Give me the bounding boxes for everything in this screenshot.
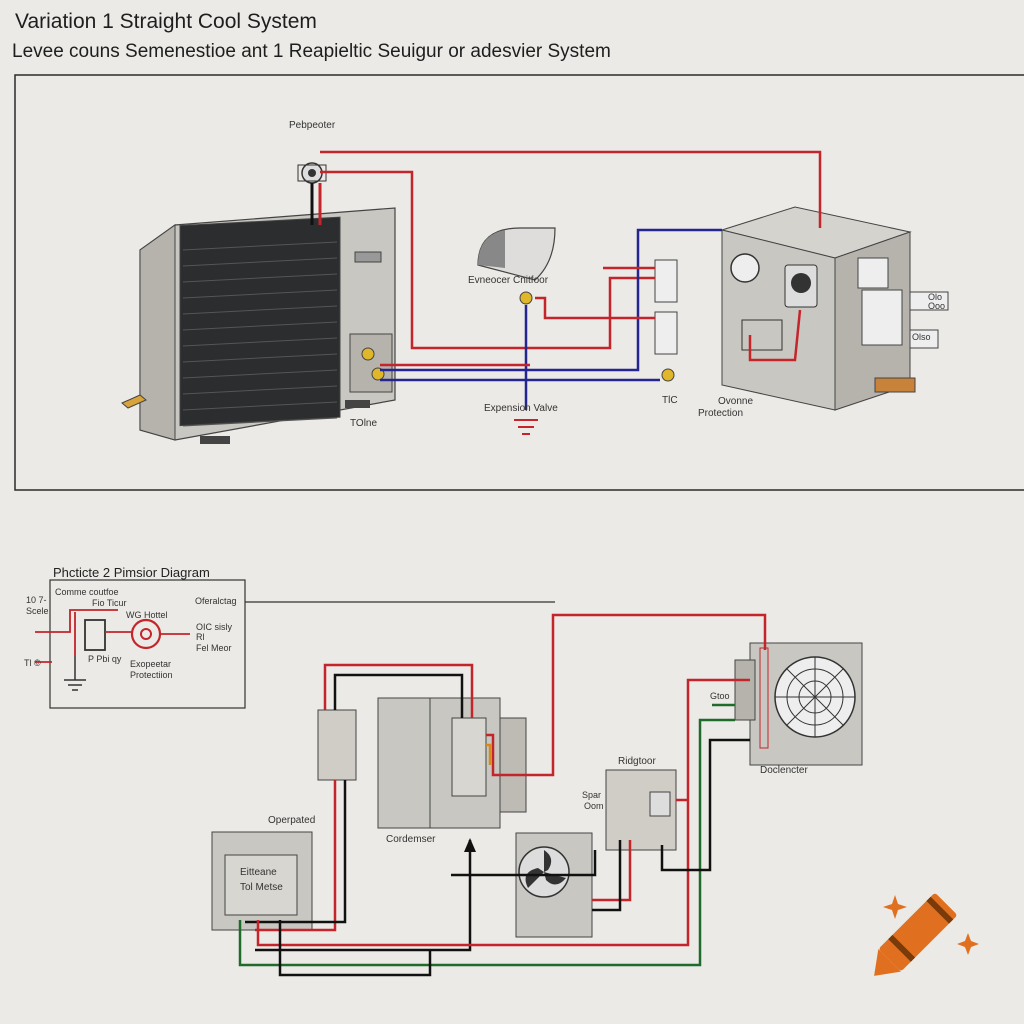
crayon-logo-icon [874, 893, 957, 976]
label-protection: Protection [698, 408, 743, 419]
sparkle-icon [883, 895, 979, 955]
inset-t1: 10 7- [26, 595, 47, 605]
inset-frame [49, 579, 246, 709]
ground-icon [514, 419, 538, 435]
arrow-icon [464, 838, 476, 852]
inset-c8: Exopeetar [130, 659, 171, 669]
panel1-frame [14, 74, 1024, 491]
label-side-b: Ooo [928, 301, 945, 311]
diagram-subtitle: Levee couns Semenestioe ant 1 Reapieltic… [12, 41, 611, 62]
gauge-icon [730, 253, 760, 283]
label-side-a: Olo [928, 292, 942, 302]
inset-c4: OIC sisly [196, 622, 233, 632]
inset-c9: Protectiion [130, 670, 173, 680]
panel1-wires [320, 150, 822, 410]
inset-c7: P Pbi qy [88, 654, 122, 664]
operated-box [211, 831, 313, 931]
inset-c5: Rl [196, 632, 205, 642]
inset-c2: Fio Ticur [92, 598, 127, 608]
label-evaporator: Evneocer Cnitfoor [468, 275, 549, 286]
inset-c1: Comme coutfoe [55, 587, 119, 597]
inset-c3: WG Hottel [126, 610, 168, 620]
relay-blocks [654, 259, 678, 382]
label-fan-unit: Doclencter [760, 765, 808, 776]
label-fan-box: Gtoo [710, 691, 730, 701]
label-expansion-valve: Expension Valve [484, 403, 558, 414]
ground-icon [64, 655, 86, 691]
label-condenser: Cordemser [386, 834, 436, 845]
outdoor-unit [121, 207, 396, 444]
diagram-title: Variation 1 Straight Cool System [15, 10, 317, 33]
inset-t3: Tl © [24, 658, 41, 668]
inset-t2: Scele [26, 606, 49, 616]
label-bottom-box-2: Tol Metse [240, 882, 283, 893]
panel2-wires [238, 613, 767, 977]
label-ooo: Oom [584, 801, 604, 811]
label-spar: Spar [582, 790, 601, 800]
label-overload: Ovonne [718, 396, 753, 407]
fan-icon [515, 832, 593, 938]
fan-unit-right [734, 642, 863, 766]
control-box [720, 206, 949, 411]
inset-circuit [35, 601, 555, 663]
label-operated: Operpated [268, 815, 315, 826]
inset-title: Phcticte 2 Pimsior Diagram [53, 565, 210, 580]
label-top-component: Pebpeoter [289, 120, 336, 131]
label-unit: TOlne [350, 418, 377, 429]
inset-c6: Fel Meor [196, 643, 232, 653]
label-ridgetoor: Ridgtoor [618, 756, 656, 767]
label-top-right: Oferalctag [195, 596, 237, 606]
label-tc: TlC [662, 395, 678, 406]
label-side-c: Olso [912, 332, 931, 342]
evaporator-coil [477, 227, 556, 305]
relay-left [317, 709, 357, 781]
condenser-unit [377, 697, 527, 829]
label-bottom-box-1: Eitteane [240, 867, 277, 878]
